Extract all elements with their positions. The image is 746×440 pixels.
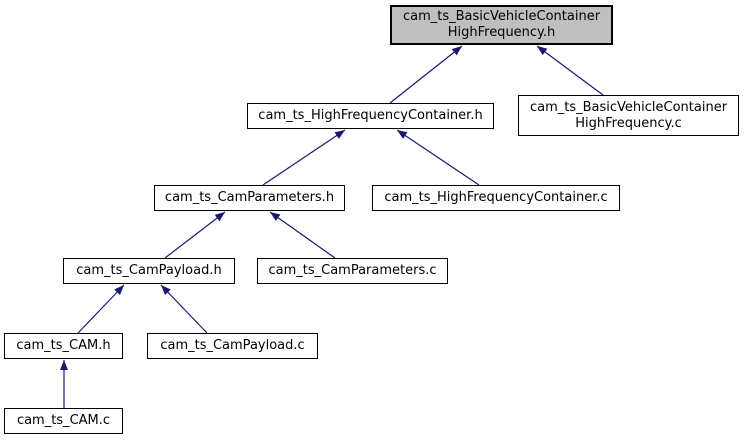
graph-node-cam-h[interactable]: cam_ts_CAM.h	[4, 333, 123, 359]
graph-node-camparameters-c[interactable]: cam_ts_CamParameters.c	[257, 258, 448, 284]
graph-node-campayload-h[interactable]: cam_ts_CamPayload.h	[63, 258, 235, 284]
graph-node-campayload-c[interactable]: cam_ts_CamPayload.c	[147, 333, 318, 359]
graph-node-label-line: cam_ts_BasicVehicleContainer	[529, 99, 728, 115]
dependency-edge-hfc-c-to-hfc-h	[396, 129, 480, 186]
dependency-edge-campayload-c-to-campayload-h	[160, 284, 208, 334]
graph-node-label-line: cam_ts_CAM.h	[16, 338, 111, 353]
dependency-edge-camparameters-h-to-hfc-h	[262, 129, 346, 186]
graph-node-label-line: cam_ts_HighFrequencyContainer.c	[384, 190, 608, 205]
graph-node-label-line: cam_ts_HighFrequencyContainer.h	[258, 108, 483, 123]
graph-node-label-line: HighFrequency.h	[447, 25, 556, 40]
graph-node-label-line: cam_ts_CamParameters.h	[164, 190, 335, 205]
graph-node-hfc-h[interactable]: cam_ts_HighFrequencyContainer.h	[247, 103, 494, 129]
graph-node-cam-c[interactable]: cam_ts_CAM.c	[4, 408, 123, 434]
graph-node-label-line: HighFrequency.c	[575, 115, 682, 131]
dependency-edges	[60, 45, 604, 408]
graph-node-label-line: cam_ts_CamPayload.c	[160, 338, 305, 353]
dependency-edge-campayload-h-to-camparameters-h	[164, 211, 226, 259]
dependency-edge-cam-h-to-campayload-h	[77, 284, 125, 334]
graph-node-label-line: cam_ts_CamPayload.h	[76, 263, 222, 278]
dependency-edge-camparameters-c-to-camparameters-h	[269, 211, 336, 259]
graph-node-label-line: cam_ts_CamParameters.c	[268, 263, 437, 278]
dependency-edge-bvchf-c-to-bvchf-h	[536, 45, 604, 96]
dependency-edge-hfc-h-to-bvchf-h	[389, 45, 463, 104]
graph-node-hfc-c[interactable]: cam_ts_HighFrequencyContainer.c	[372, 185, 620, 211]
graph-node-label-line: cam_ts_BasicVehicleContainer	[402, 9, 601, 24]
graph-node-camparameters-h[interactable]: cam_ts_CamParameters.h	[154, 185, 345, 211]
graph-node-label-line: cam_ts_CAM.c	[16, 413, 111, 428]
